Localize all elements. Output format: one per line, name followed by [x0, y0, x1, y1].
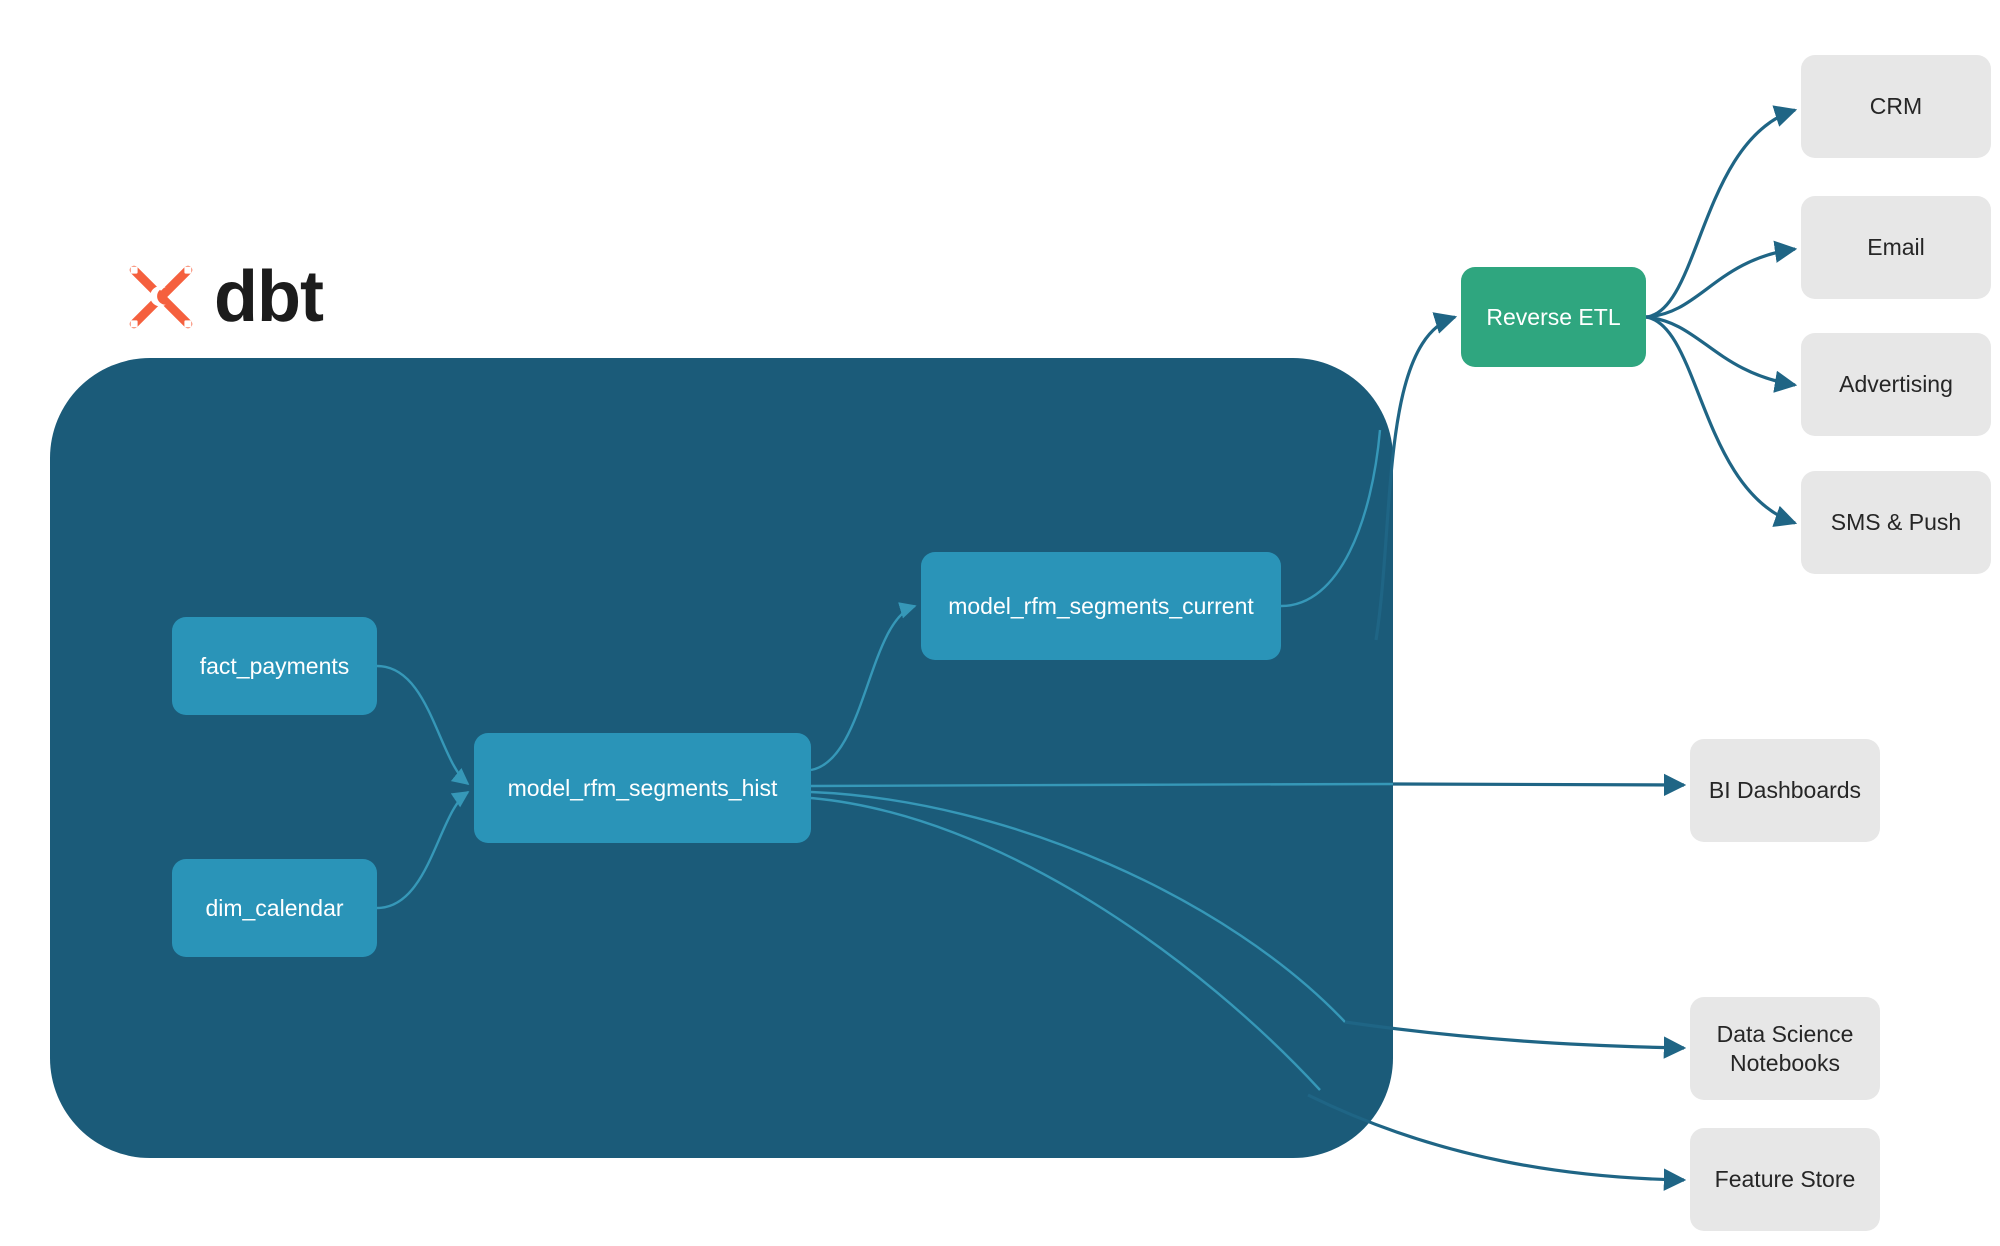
- ds-notebooks-label-line1: Data Science: [1716, 1020, 1854, 1047]
- edge-dbt-to-ds-notebooks: [1344, 1020, 1687, 1059]
- edge-reverse-etl-to-sms-push: [1645, 315, 1798, 527]
- edge-reverse-etl-to-crm: [1645, 105, 1798, 319]
- destination-node-sms-push[interactable]: SMS & Push: [1801, 471, 1991, 574]
- destination-node-email[interactable]: Email: [1801, 196, 1991, 299]
- destination-node-bi-dashboards[interactable]: BI Dashboards: [1690, 739, 1880, 842]
- destination-node-advertising[interactable]: Advertising: [1801, 333, 1991, 436]
- reverse-etl-node[interactable]: Reverse ETL: [1461, 267, 1646, 367]
- edge-dbt-to-bi-dashboards: [1392, 773, 1687, 797]
- edge-reverse-etl-to-email: [1645, 240, 1798, 319]
- model-node-fact-payments[interactable]: fact_payments: [172, 617, 377, 715]
- edge-reverse-etl-to-advertising: [1645, 315, 1798, 393]
- dbt-logo-icon: [122, 258, 200, 336]
- model-node-rfm-segments-hist[interactable]: model_rfm_segments_hist: [474, 733, 811, 843]
- dbt-logo: dbt: [122, 257, 324, 337]
- dbt-wordmark: dbt: [214, 257, 324, 337]
- model-node-rfm-segments-current[interactable]: model_rfm_segments_current: [921, 552, 1281, 660]
- destination-node-data-science-notebooks[interactable]: Data Science Notebooks: [1690, 997, 1880, 1100]
- destination-node-feature-store[interactable]: Feature Store: [1690, 1128, 1880, 1231]
- model-node-dim-calendar[interactable]: dim_calendar: [172, 859, 377, 957]
- destination-node-crm[interactable]: CRM: [1801, 55, 1991, 158]
- ds-notebooks-label-line2: Notebooks: [1730, 1049, 1840, 1076]
